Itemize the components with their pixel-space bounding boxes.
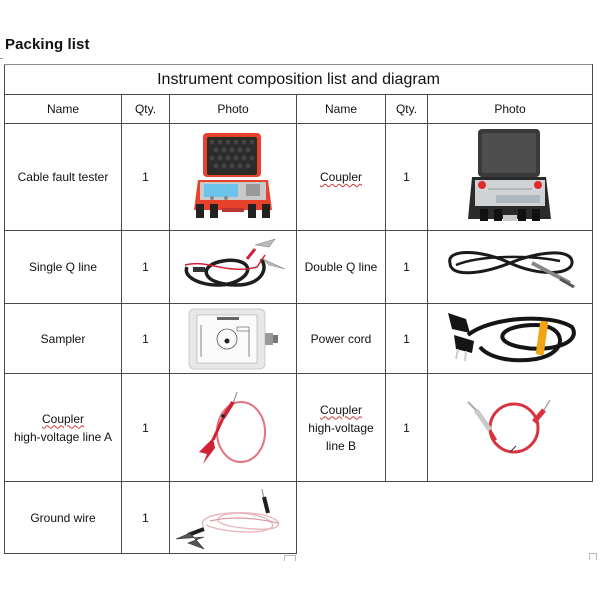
item-qty: 1 bbox=[121, 481, 170, 554]
cable-fault-tester-image bbox=[194, 133, 272, 218]
item-name: Double Q line bbox=[296, 230, 386, 304]
table-row: Ground wire 1 bbox=[4, 481, 593, 554]
table-row: Coupler high-voltage line A 1 Coupler hi… bbox=[4, 373, 593, 482]
coupler-high-voltage-line-a-image bbox=[199, 391, 266, 464]
item-name: Power cord bbox=[296, 303, 386, 374]
header-qty-left: Qty. bbox=[121, 94, 170, 124]
item-qty: 1 bbox=[121, 303, 170, 374]
sampler-image bbox=[188, 308, 278, 369]
item-photo bbox=[169, 230, 297, 304]
table-resize-handle[interactable] bbox=[589, 553, 597, 560]
table-row: Single Q line 1 Double Q line 1 bbox=[4, 230, 593, 304]
item-qty: 1 bbox=[121, 373, 170, 482]
item-qty: 1 bbox=[121, 123, 170, 231]
item-photo bbox=[169, 303, 297, 374]
item-name: Single Q line bbox=[4, 230, 122, 304]
double-q-line-image bbox=[448, 251, 575, 289]
header-qty-right: Qty. bbox=[385, 94, 428, 124]
item-name: Sampler bbox=[4, 303, 122, 374]
item-photo bbox=[169, 373, 297, 482]
item-qty: 1 bbox=[121, 230, 170, 304]
empty-cell bbox=[297, 482, 593, 554]
item-name: Coupler high-voltage line A bbox=[4, 373, 122, 482]
table-row: Cable fault tester 1 bbox=[4, 123, 593, 231]
power-cord-image bbox=[448, 312, 576, 362]
margin-tick bbox=[0, 58, 3, 59]
page-heading: Packing list bbox=[5, 36, 90, 53]
item-photo bbox=[169, 123, 297, 231]
table-row: Sampler 1 Power cord 1 bbox=[4, 303, 593, 374]
item-photo bbox=[427, 373, 593, 482]
item-qty: 1 bbox=[385, 303, 428, 374]
header-photo-right: Photo bbox=[427, 94, 593, 124]
header-photo-left: Photo bbox=[169, 94, 297, 124]
table-header-row: Name Qty. Photo Name Qty. Photo bbox=[4, 94, 593, 124]
item-name: Coupler bbox=[296, 123, 386, 231]
coupler-image bbox=[468, 129, 551, 221]
packing-list-table: Instrument composition list and diagram … bbox=[4, 64, 593, 554]
coupler-high-voltage-line-b-image bbox=[467, 399, 551, 453]
item-name: Ground wire bbox=[4, 481, 122, 554]
item-qty: 1 bbox=[385, 230, 428, 304]
header-name-right: Name bbox=[296, 94, 386, 124]
item-photo bbox=[427, 230, 593, 304]
item-photo bbox=[427, 303, 593, 374]
single-q-line-image bbox=[184, 238, 286, 287]
item-qty: 1 bbox=[385, 373, 428, 482]
item-photo bbox=[427, 123, 593, 231]
header-name-left: Name bbox=[4, 94, 122, 124]
item-photo bbox=[169, 481, 297, 554]
ground-wire-image bbox=[175, 488, 280, 549]
table-title: Instrument composition list and diagram bbox=[4, 64, 593, 95]
item-qty: 1 bbox=[385, 123, 428, 231]
item-name: Cable fault tester bbox=[4, 123, 122, 231]
item-name: Coupler high-voltage line B bbox=[296, 373, 386, 482]
table-move-handle[interactable] bbox=[284, 555, 296, 561]
